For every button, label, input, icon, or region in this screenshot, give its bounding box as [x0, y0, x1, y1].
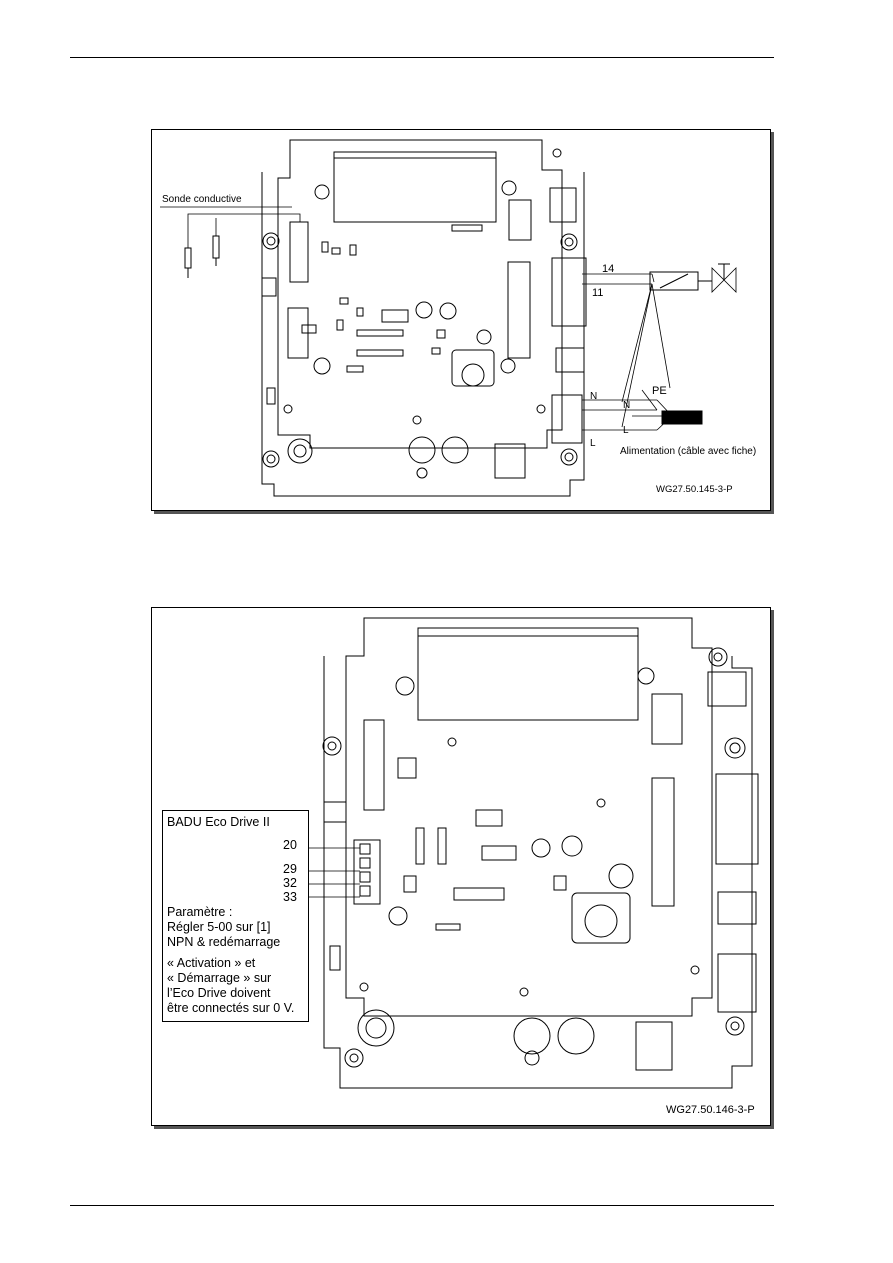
param-line-2: Régler 5-00 sur [1] — [167, 920, 271, 934]
note-line-4: être connectés sur 0 V. — [167, 1001, 295, 1015]
eco-drive-note-box: BADU Eco Drive II 20 29 32 33 Paramètre … — [162, 810, 309, 1022]
board-drawing-1 — [160, 139, 737, 497]
terminal-32-label: 32 — [283, 876, 297, 890]
param-line-3: NPN & redémarrage — [167, 935, 281, 949]
board-drawing-2 — [308, 617, 759, 1089]
note-line-3: l’Eco Drive doivent — [167, 986, 271, 1000]
terminal-20-label: 20 — [283, 838, 297, 852]
l-label-cable: L — [623, 425, 629, 436]
pe-label: PE — [652, 385, 667, 397]
eco-drive-title: BADU Eco Drive II — [167, 815, 270, 829]
terminal-14-label: 14 — [602, 263, 615, 275]
figure-reference: WG27.50.145-3-P — [656, 484, 733, 495]
param-line-1: Paramètre : — [167, 905, 233, 919]
figure-reference: WG27.50.146-3-P — [666, 1104, 755, 1116]
wiring-diagram-probe: Sonde conductive 14 11 PE N N L L Alimen… — [151, 129, 771, 511]
probe-label: Sonde conductive — [162, 194, 242, 205]
note-line-2: « Démarrage » sur — [167, 971, 272, 985]
footer-rule — [70, 1205, 774, 1206]
wiring-diagram-eco-drive: BADU Eco Drive II 20 29 32 33 Paramètre … — [151, 607, 771, 1126]
l-label-terminal: L — [590, 438, 596, 449]
terminal-29-label: 29 — [283, 862, 297, 876]
power-supply-label: Alimentation (câble avec fiche) — [620, 446, 757, 457]
n-label-cable: N — [623, 400, 631, 411]
n-label-terminal: N — [590, 391, 598, 402]
terminal-33-label: 33 — [283, 890, 297, 904]
note-line-1: « Activation » et — [167, 956, 256, 970]
header-rule — [70, 57, 774, 58]
terminal-11-label: 11 — [592, 287, 604, 299]
